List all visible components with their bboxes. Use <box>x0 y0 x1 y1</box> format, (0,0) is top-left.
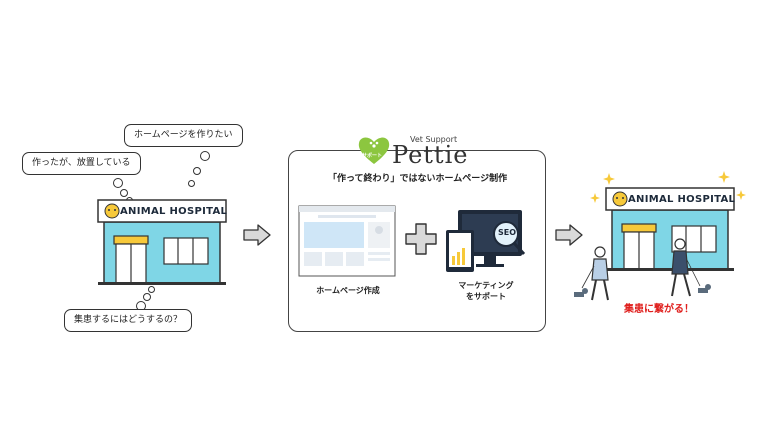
result-text: 集患に繋がる！ <box>624 304 694 315</box>
caption-marketing-line2: をサポート <box>466 292 506 301</box>
thought-dot <box>193 167 201 175</box>
brand-subtitle: Vet Support <box>410 135 458 144</box>
hospital-sign-left: ANIMAL HOSPITAL <box>120 206 228 217</box>
flow-arrow <box>243 224 271 246</box>
caption-marketing-line1: マーケティング <box>458 281 514 290</box>
thought-dot <box>120 189 128 197</box>
person-walking-dog-icon <box>671 238 711 297</box>
heart-logo-icon <box>358 137 390 164</box>
seo-label: SEO <box>498 228 517 237</box>
sparkle-icon <box>603 173 615 185</box>
flow-arrow <box>555 224 583 246</box>
sparkle-icon <box>736 190 746 200</box>
sparkle-icon <box>718 171 730 183</box>
plus-icon <box>405 223 437 255</box>
bubble-make-homepage: ホームページを作りたい <box>124 124 243 147</box>
thought-dot <box>148 286 155 293</box>
thought-dot <box>200 151 210 161</box>
bubble-how-to-attract: 集患するにはどうするの？ <box>64 309 193 332</box>
brand-name: Pettie <box>392 141 469 169</box>
caption-homepage-creation: ホームページ作成 <box>316 286 380 295</box>
hospital-sign-right: ANIMAL HOSPITAL <box>628 194 736 205</box>
panel-headline: 「作って終わり」ではないホームページ制作 <box>328 174 508 184</box>
marketing-devices-illustration <box>446 210 526 272</box>
heart-logo-text: サポート <box>362 153 383 159</box>
homepage-browser-mockup <box>298 205 396 277</box>
thought-dot <box>113 178 123 188</box>
thought-dot <box>143 293 151 301</box>
bubble-neglected: 作ったが、放置している <box>22 152 141 175</box>
thought-dot <box>188 180 195 187</box>
animal-hospital-building-left <box>97 199 227 285</box>
sparkle-icon <box>590 193 600 203</box>
animal-hospital-building-right <box>605 187 735 271</box>
person-walking-dog-icon <box>574 246 609 301</box>
